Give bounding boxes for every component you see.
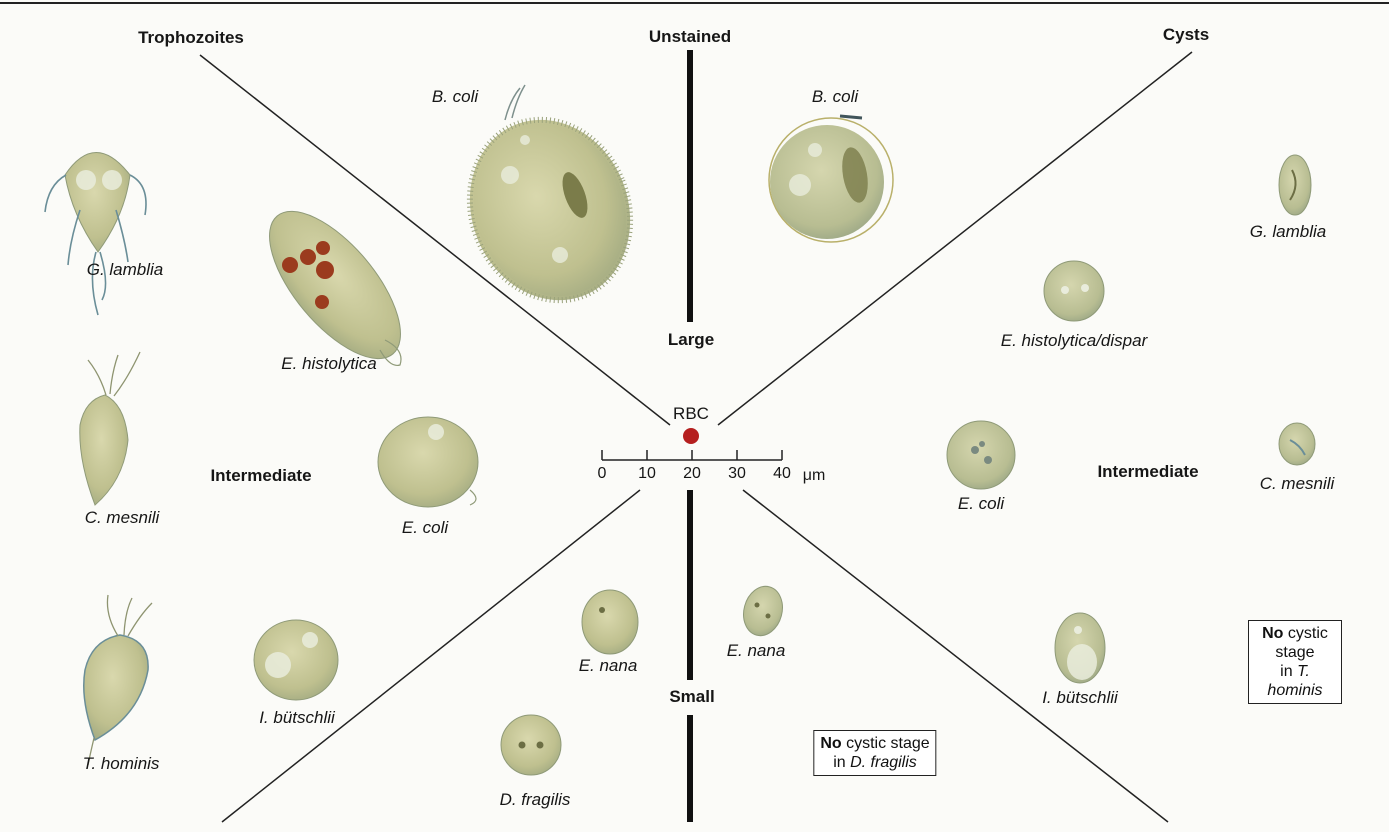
t-hominis-trophozoite-illustration (84, 595, 152, 765)
divider-cysts (718, 52, 1192, 425)
label-c-mesnili-trophozoite: C. mesnili (85, 508, 160, 528)
g-lamblia-trophozoite-illustration (45, 153, 146, 316)
note-no-cyst-t-hominis: No cystic stage in T. hominis (1248, 620, 1342, 704)
scale-tick-40: 40 (773, 465, 791, 483)
e-coli-cyst-illustration (947, 421, 1015, 489)
label-g-lamblia-cyst: G. lamblia (1250, 222, 1327, 242)
label-i-butschlii-trophozoite: I. bütschlii (259, 708, 335, 728)
b-coli-cyst-illustration (769, 116, 893, 242)
label-e-nana-cyst: E. nana (727, 641, 786, 661)
label-c-mesnili-cyst: C. mesnili (1260, 474, 1335, 494)
d-fragilis-trophozoite-illustration (501, 715, 561, 775)
note-d-fragilis-species: D. fragilis (850, 754, 917, 771)
rbc-label: RBC (673, 404, 709, 424)
label-e-histolytica-dispar-cyst: E. histolytica/dispar (1001, 331, 1147, 351)
note-t-hominis-prefix: in (1280, 663, 1297, 680)
heading-small: Small (669, 687, 714, 707)
rbc-dot (683, 428, 699, 444)
i-butschlii-cyst-illustration (1055, 613, 1105, 683)
e-nana-cyst-illustration (738, 582, 788, 640)
scale-bar (602, 450, 782, 460)
note-d-fragilis-bold: No (820, 735, 841, 752)
note-t-hominis-bold: No (1262, 625, 1283, 642)
g-lamblia-cyst-illustration (1279, 155, 1311, 215)
heading-trophozoites: Trophozoites (138, 28, 244, 48)
note-t-hominis-rest: cystic stage (1275, 625, 1327, 661)
scale-unit: μm (803, 467, 826, 485)
scale-tick-0: 0 (598, 465, 607, 483)
b-coli-trophozoite-illustration (443, 85, 657, 325)
c-mesnili-cyst-illustration (1279, 423, 1315, 465)
heading-unstained: Unstained (649, 27, 731, 47)
heading-intermediate-right: Intermediate (1097, 462, 1198, 482)
e-histolytica-trophozoite-illustration (247, 190, 424, 379)
label-i-butschlii-cyst: I. bütschlii (1042, 688, 1118, 708)
note-d-fragilis-rest: cystic stage (842, 735, 930, 752)
e-nana-trophozoite-illustration (582, 590, 638, 654)
heading-cysts: Cysts (1163, 25, 1209, 45)
e-histolytica-dispar-cyst-illustration (1044, 261, 1104, 321)
scale-tick-10: 10 (638, 465, 656, 483)
label-e-coli-trophozoite: E. coli (402, 518, 448, 538)
note-no-cyst-d-fragilis: No cystic stage in D. fragilis (813, 730, 936, 776)
scale-tick-20: 20 (683, 465, 701, 483)
label-e-nana-trophozoite: E. nana (579, 656, 638, 676)
i-butschlii-trophozoite-illustration (254, 620, 338, 700)
scale-tick-30: 30 (728, 465, 746, 483)
label-t-hominis-trophozoite: T. hominis (83, 754, 160, 774)
label-b-coli-trophozoite: B. coli (432, 87, 478, 107)
label-d-fragilis-trophozoite: D. fragilis (500, 790, 571, 810)
heading-large: Large (668, 330, 714, 350)
label-g-lamblia-trophozoite: G. lamblia (87, 260, 164, 280)
note-d-fragilis-prefix: in (833, 754, 850, 771)
heading-intermediate-left: Intermediate (210, 466, 311, 486)
label-e-histolytica-trophozoite: E. histolytica (281, 354, 376, 374)
c-mesnili-trophozoite-illustration (80, 352, 140, 505)
label-e-coli-cyst: E. coli (958, 494, 1004, 514)
label-b-coli-cyst: B. coli (812, 87, 858, 107)
e-coli-trophozoite-illustration (378, 417, 478, 507)
